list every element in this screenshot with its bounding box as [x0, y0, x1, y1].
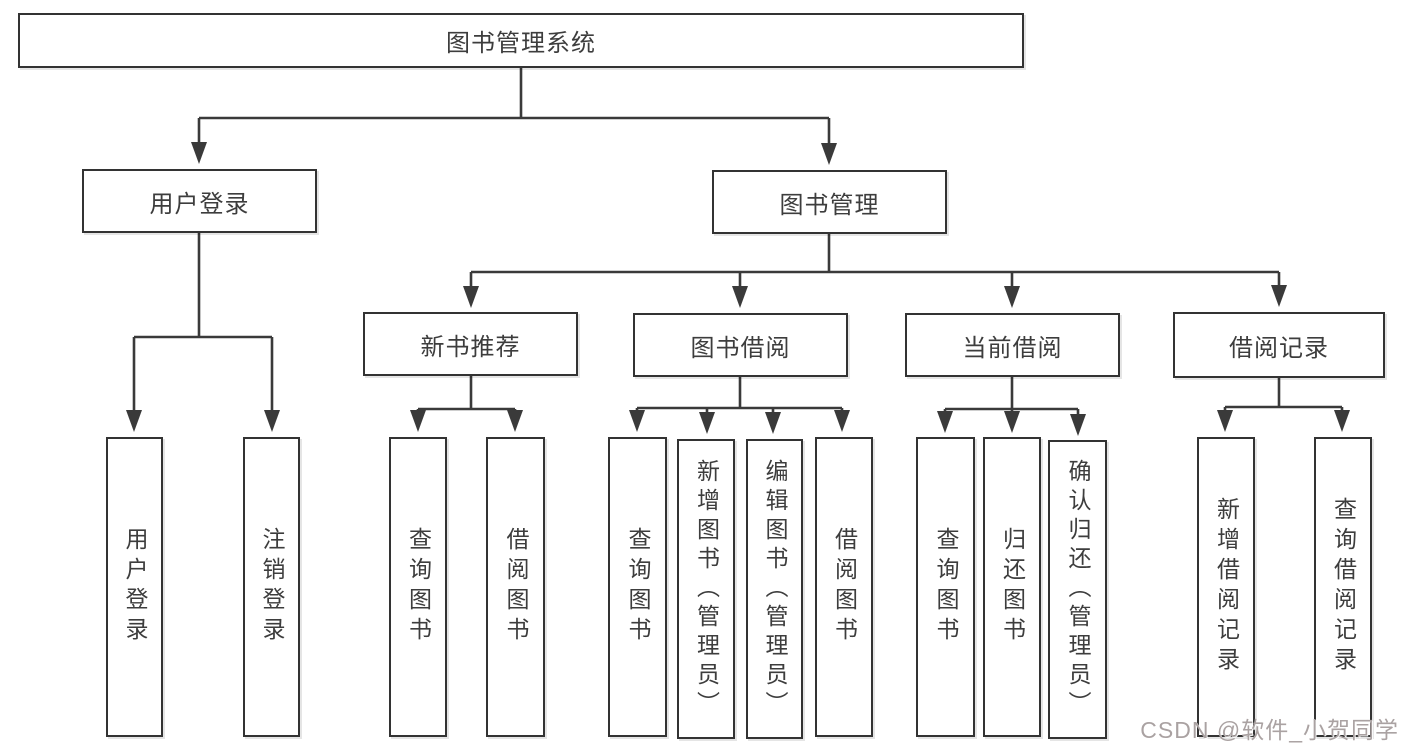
leaf-label: 确认归还（管理员） — [1065, 459, 1091, 720]
leaf-user-login: 用户登录 — [106, 437, 163, 737]
leaf-label: 查询图书 — [625, 527, 651, 647]
leaf-records-add-record: 新增借阅记录 — [1197, 437, 1255, 737]
leaf-logout: 注销登录 — [243, 437, 300, 737]
leaf-newbook-borrow-books: 借阅图书 — [486, 437, 545, 737]
leaf-current-return-books: 归还图书 — [983, 437, 1041, 737]
leaf-label: 归还图书 — [999, 527, 1026, 647]
node-new-book-recommend: 新书推荐 — [363, 312, 578, 376]
leaf-label: 用户登录 — [122, 527, 148, 647]
csdn-watermark: CSDN @软件_小贺同学 — [1140, 717, 1399, 743]
leaf-borrowing-query-books: 查询图书 — [608, 437, 667, 737]
leaf-records-query-record: 查询借阅记录 — [1314, 437, 1372, 737]
node-borrow-records: 借阅记录 — [1173, 312, 1385, 378]
leaf-label: 新增图书（管理员） — [693, 458, 720, 720]
leaf-newbook-query-books: 查询图书 — [389, 437, 447, 737]
leaf-label: 编辑图书（管理员） — [762, 458, 788, 720]
node-label: 当前借阅 — [962, 334, 1063, 362]
node-label: 用户登录 — [149, 190, 250, 218]
node-book-management: 图书管理 — [712, 170, 947, 234]
leaf-current-confirm-return-admin: 确认归还（管理员） — [1048, 440, 1107, 739]
leaf-label: 新增借阅记录 — [1213, 497, 1240, 677]
leaf-label: 查询图书 — [933, 527, 959, 647]
leaf-borrowing-borrow-books: 借阅图书 — [815, 437, 873, 737]
node-user-login: 用户登录 — [82, 169, 317, 233]
node-label: 图书管理 — [779, 191, 880, 219]
leaf-borrowing-edit-books-admin: 编辑图书（管理员） — [746, 439, 803, 739]
node-label: 图书借阅 — [690, 334, 791, 362]
leaf-label: 查询图书 — [405, 527, 432, 647]
node-label: 借阅记录 — [1229, 334, 1329, 362]
node-label: 新书推荐 — [420, 333, 521, 361]
leaf-label: 借阅图书 — [831, 527, 858, 647]
node-book-borrowing: 图书借阅 — [633, 313, 848, 377]
leaf-label: 借阅图书 — [503, 527, 529, 647]
node-library-system: 图书管理系统 — [18, 13, 1024, 68]
node-label: 图书管理系统 — [446, 30, 596, 57]
node-current-borrowing: 当前借阅 — [905, 313, 1120, 377]
leaf-label: 查询借阅记录 — [1330, 497, 1357, 677]
leaf-borrowing-add-books-admin: 新增图书（管理员） — [677, 439, 735, 739]
leaf-label: 注销登录 — [259, 527, 285, 647]
leaf-current-query-books: 查询图书 — [916, 437, 975, 737]
